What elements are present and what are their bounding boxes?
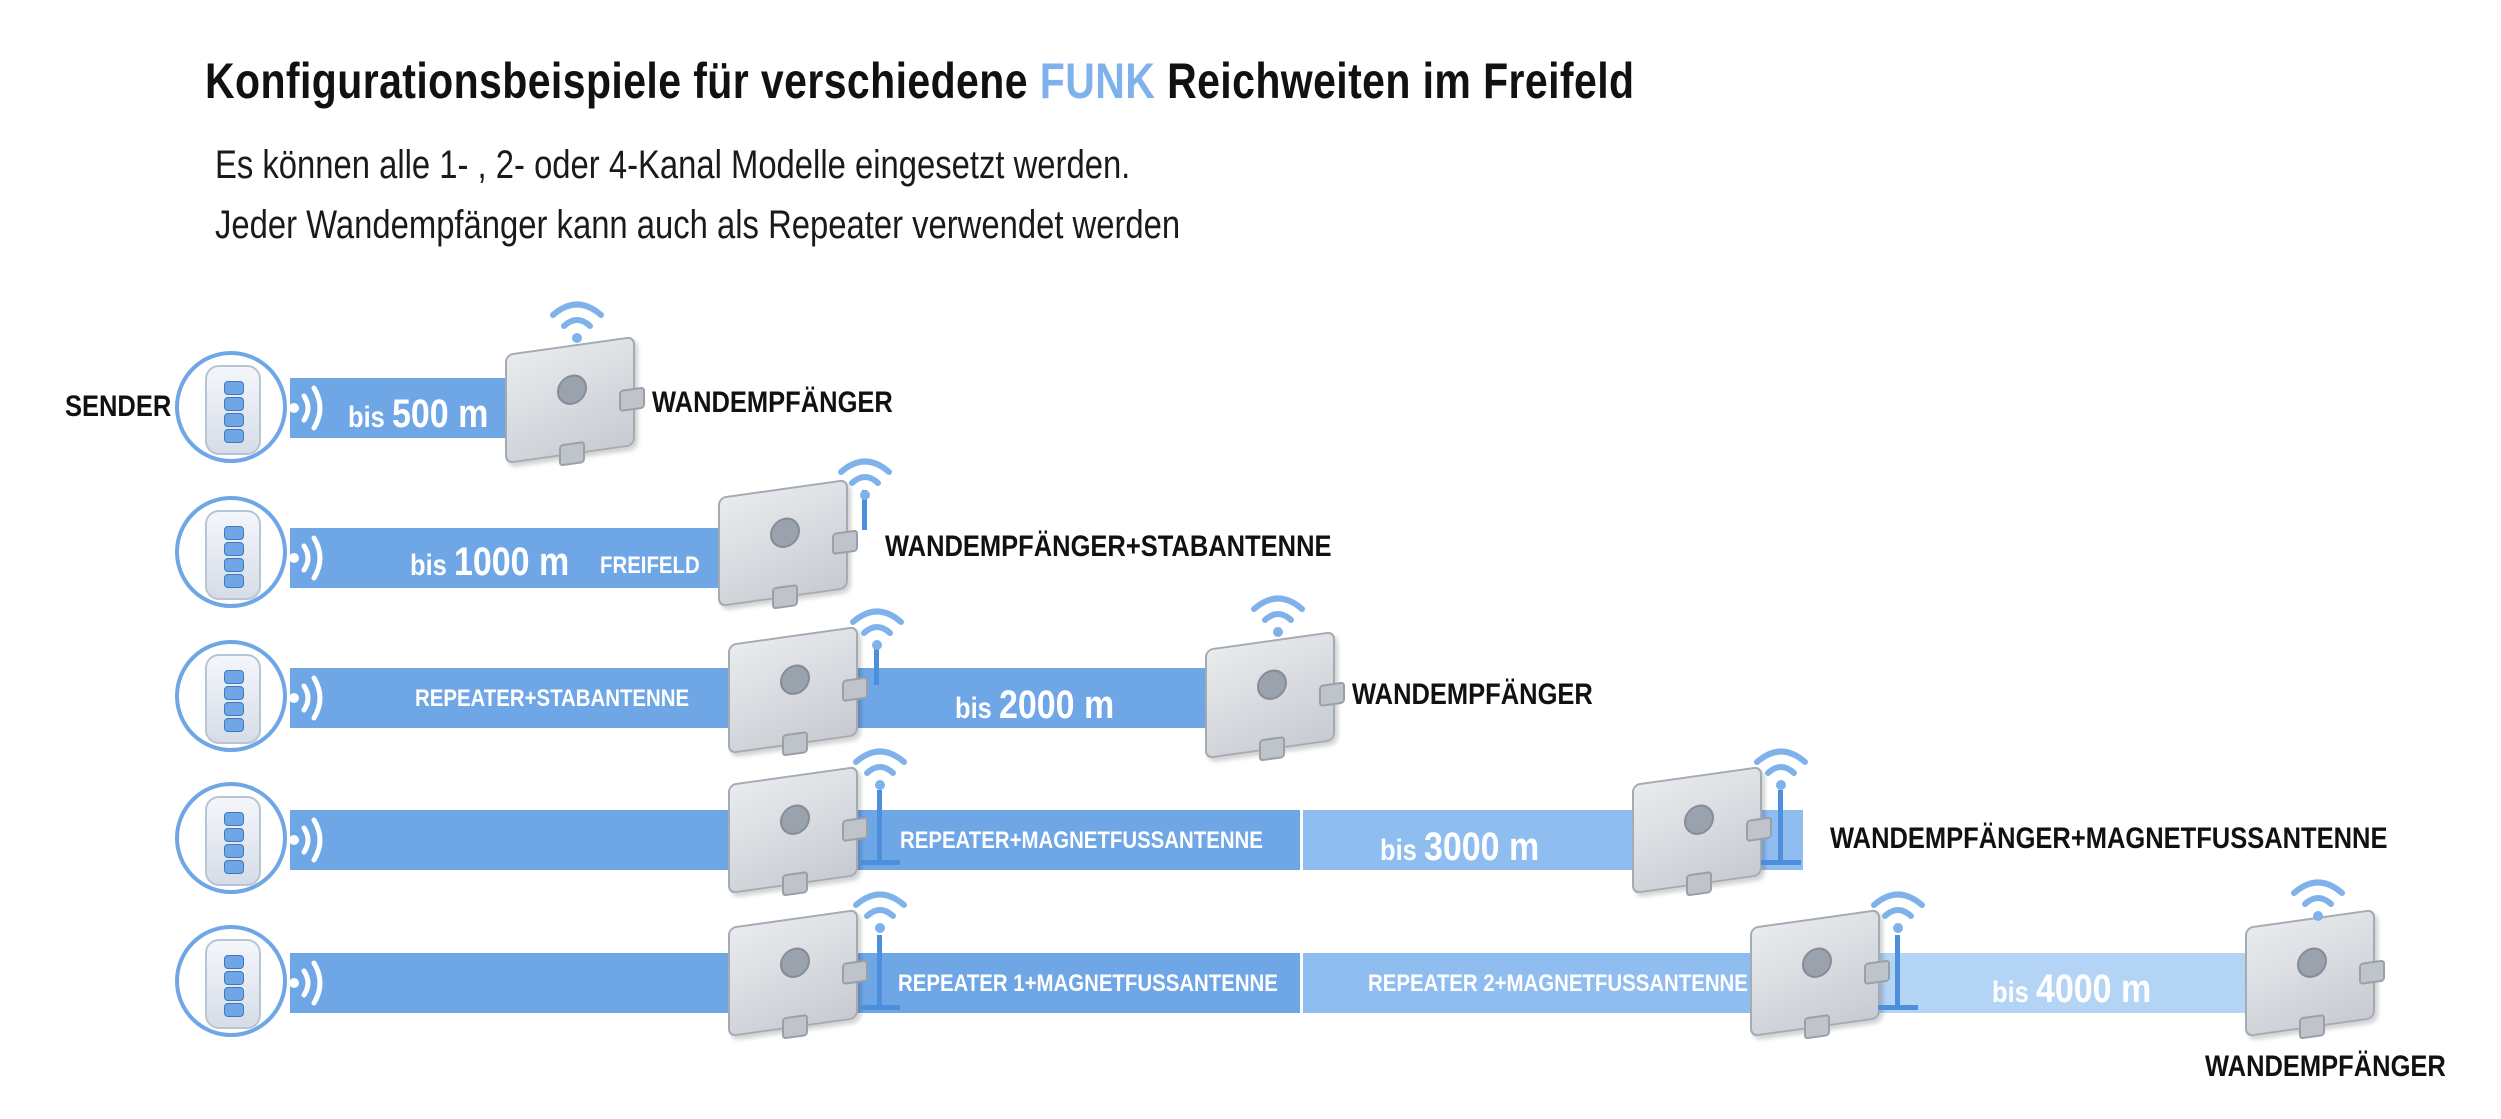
page-title: Konfigurationsbeispiele für verschiedene… (205, 52, 1634, 110)
receiver-label-row5: WANDEMPFÄNGER (2205, 1050, 2446, 1083)
repeater-label-row4: REPEATER+MAGNETFUSSANTENNE (900, 827, 1263, 854)
repeater2-label-row5: REPEATER 2+MAGNETFUSSANTENNE (1368, 970, 1748, 997)
wifi-icon (1754, 748, 1808, 790)
wall-receiver-box-icon (505, 335, 645, 467)
wifi-icon (1251, 595, 1305, 637)
wall-receiver-box-icon (728, 625, 868, 757)
antenna-foot (860, 1005, 900, 1010)
remote-control-icon (175, 496, 287, 608)
rod-antenna-icon (862, 490, 867, 530)
range-suffix-row2: FREIFELD (600, 552, 700, 579)
band-divider (1300, 953, 1303, 1013)
wifi-icon (853, 748, 907, 790)
wall-receiver-box-icon (728, 765, 868, 897)
repeater1-label-row5: REPEATER 1+MAGNETFUSSANTENNE (898, 970, 1278, 997)
signal-waves-icon (289, 385, 323, 431)
range-band-row5-c (1863, 953, 2310, 1013)
repeater-label-row3: REPEATER+STABANTENNE (415, 685, 690, 712)
subtitle-line-2: Jeder Wandempfänger kann auch als Repeat… (215, 203, 1181, 247)
wifi-icon (838, 458, 892, 500)
magnetic-foot-antenna-icon (1778, 790, 1783, 862)
title-highlight: FUNK (1039, 53, 1156, 109)
signal-waves-icon (289, 817, 323, 863)
signal-waves-icon (289, 675, 323, 721)
wall-receiver-box-icon (2245, 908, 2385, 1040)
signal-waves-icon (289, 960, 323, 1006)
magnetic-foot-antenna-icon (1895, 935, 1900, 1007)
signal-waves-icon (289, 535, 323, 581)
wifi-icon (2291, 879, 2345, 921)
magnetic-foot-antenna-icon (877, 790, 882, 862)
wifi-icon (853, 891, 907, 933)
wall-receiver-box-icon (1632, 765, 1772, 897)
range-text-row5: bis 4000 m (1992, 967, 2152, 1011)
remote-control-icon (175, 351, 287, 463)
receiver-label-row1: WANDEMPFÄNGER (652, 386, 893, 419)
remote-control-icon (175, 782, 287, 894)
wifi-icon (550, 301, 604, 343)
title-part1: Konfigurationsbeispiele für verschiedene (205, 53, 1028, 109)
range-text-row2: bis 1000 m (410, 540, 570, 584)
range-band-row1 (290, 378, 505, 438)
magnetic-foot-antenna-icon (877, 935, 882, 1007)
rod-antenna-icon (874, 645, 879, 685)
wall-receiver-box-icon (1750, 908, 1890, 1040)
range-text-row3: bis 2000 m (955, 683, 1115, 727)
range-text-row4: bis 3000 m (1380, 825, 1540, 869)
range-text-row1: bis 500 m (348, 392, 489, 436)
receiver-label-row2: WANDEMPFÄNGER+STABANTENNE (885, 530, 1332, 563)
band-divider (1300, 810, 1303, 870)
receiver-label-row3: WANDEMPFÄNGER (1352, 678, 1593, 711)
remote-control-icon (175, 925, 287, 1037)
wifi-icon (850, 608, 904, 650)
title-part2: Reichweiten im Freifeld (1167, 53, 1635, 109)
wall-receiver-box-icon (728, 908, 868, 1040)
receiver-label-row4: WANDEMPFÄNGER+MAGNETFUSSANTENNE (1830, 822, 2388, 855)
sender-label: SENDER (65, 390, 172, 423)
antenna-foot (860, 860, 900, 865)
remote-control-icon (175, 640, 287, 752)
subtitle-line-1: Es können alle 1- , 2- oder 4-Kanal Mode… (215, 143, 1131, 187)
range-band-row2 (290, 528, 765, 588)
wall-receiver-box-icon (718, 478, 858, 610)
wall-receiver-box-icon (1205, 630, 1345, 762)
antenna-foot (1761, 860, 1801, 865)
wifi-icon (1871, 891, 1925, 933)
antenna-foot (1878, 1005, 1918, 1010)
